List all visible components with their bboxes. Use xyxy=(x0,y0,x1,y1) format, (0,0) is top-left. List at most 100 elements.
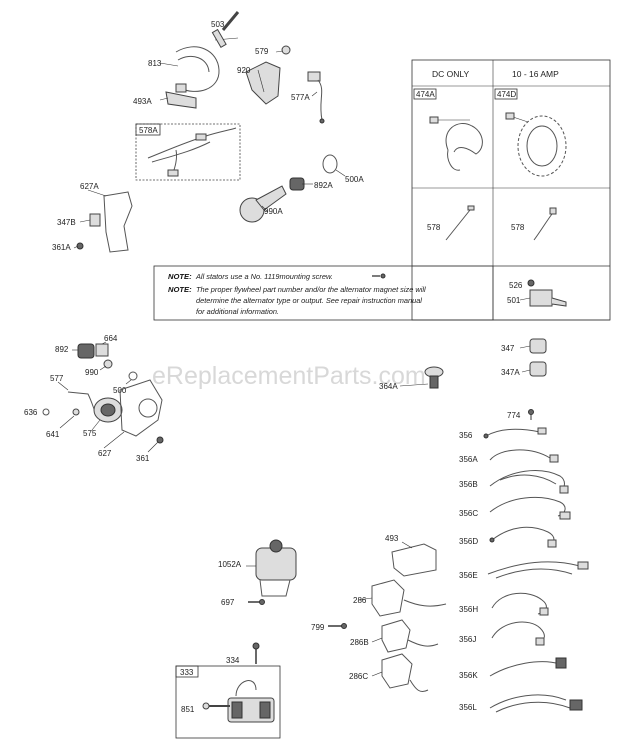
label-356k: 356K xyxy=(459,671,478,680)
part-579-920-switch xyxy=(245,45,291,105)
note-label-1: NOTE: xyxy=(168,272,192,281)
stator-table xyxy=(411,59,611,321)
label-627a: 627A xyxy=(80,182,99,191)
label-990: 990 xyxy=(85,368,99,377)
part-526-screw xyxy=(527,279,535,287)
note-text-2b: determine the alternator type or output.… xyxy=(196,296,422,305)
part-503-rod xyxy=(211,11,240,48)
label-356b: 356B xyxy=(459,480,478,489)
label-347: 347 xyxy=(501,344,515,353)
part-578-wire-dc xyxy=(445,205,475,241)
part-664-connector xyxy=(95,341,109,357)
label-356d: 356D xyxy=(459,537,478,546)
watermark: eReplacementParts.com xyxy=(152,362,426,390)
part-347-clip xyxy=(519,338,547,354)
part-578-wire-amp xyxy=(533,207,557,241)
part-575-key-switch xyxy=(91,397,123,431)
part-361a-screw xyxy=(73,242,84,250)
label-664: 664 xyxy=(104,334,118,343)
label-493a: 493A xyxy=(133,97,152,106)
part-356-wire xyxy=(483,427,547,439)
part-627a-bracket xyxy=(87,189,133,253)
table-header-dc-only: DC ONLY xyxy=(432,69,469,79)
label-892: 892 xyxy=(55,345,69,354)
part-356d-wire xyxy=(489,526,557,548)
label-493: 493 xyxy=(385,534,399,543)
part-990a-grommet xyxy=(239,185,287,223)
label-356h: 356H xyxy=(459,605,478,614)
label-361: 361 xyxy=(136,454,150,463)
part-361-screw xyxy=(147,436,164,453)
part-333-starter-solenoid xyxy=(208,680,275,723)
box-578a xyxy=(135,123,241,181)
label-774: 774 xyxy=(507,411,521,420)
part-774-screw xyxy=(528,409,534,420)
part-892-plug xyxy=(72,343,95,359)
label-578-amp: 578 xyxy=(511,223,525,232)
label-578a: 578A xyxy=(139,126,158,135)
part-577a-cable xyxy=(307,71,325,124)
label-577a: 577A xyxy=(291,93,310,102)
label-526: 526 xyxy=(509,281,523,290)
part-356k-wire xyxy=(489,657,567,677)
label-474a: 474A xyxy=(416,90,435,99)
part-286-cover xyxy=(357,579,447,617)
label-575: 575 xyxy=(83,429,97,438)
part-636-washer xyxy=(42,408,50,416)
part-990-grommet xyxy=(99,359,113,371)
part-799-screw xyxy=(328,623,347,629)
label-356: 356 xyxy=(459,431,473,440)
label-579: 579 xyxy=(255,47,269,56)
label-641: 641 xyxy=(46,430,60,439)
label-799: 799 xyxy=(311,623,325,632)
part-474a-stator xyxy=(429,116,483,171)
part-501-rectifier xyxy=(519,289,567,307)
part-641-nut xyxy=(59,408,80,429)
table-header-amp: 10 - 16 AMP xyxy=(512,69,559,79)
part-500-ring xyxy=(125,371,138,385)
part-356c-wire xyxy=(489,496,571,520)
label-356l: 356L xyxy=(459,703,477,712)
part-892a-plug xyxy=(289,177,313,191)
label-286c: 286C xyxy=(349,672,368,681)
label-356a: 356A xyxy=(459,455,478,464)
part-851-washer xyxy=(202,702,210,710)
label-990a: 990A xyxy=(264,207,283,216)
part-493a-bracket xyxy=(159,91,197,109)
label-334: 334 xyxy=(226,656,240,665)
label-474d: 474D xyxy=(497,90,516,99)
part-493-bracket xyxy=(391,541,437,577)
note-text-2a: The proper flywheel part number and/or t… xyxy=(196,285,426,294)
label-892a: 892A xyxy=(314,181,333,190)
label-347a: 347A xyxy=(501,368,520,377)
part-500a-ring xyxy=(322,154,346,177)
part-356l-wire xyxy=(489,694,583,713)
part-356b-wire xyxy=(489,470,569,494)
part-347a-clip xyxy=(521,361,547,377)
label-333: 333 xyxy=(180,668,194,677)
label-577: 577 xyxy=(50,374,64,383)
note-label-2: NOTE: xyxy=(168,285,192,294)
part-627-bracket xyxy=(103,379,163,449)
label-286b: 286B xyxy=(350,638,369,647)
label-1052a: 1052A xyxy=(218,560,242,569)
label-501: 501 xyxy=(507,296,521,305)
label-356c: 356C xyxy=(459,509,478,518)
label-851: 851 xyxy=(181,705,195,714)
part-286b-cover xyxy=(371,619,439,653)
label-286: 286 xyxy=(353,596,367,605)
label-578-dc: 578 xyxy=(427,223,441,232)
label-356j: 356J xyxy=(459,635,476,644)
part-334-screw xyxy=(252,642,260,664)
label-920: 920 xyxy=(237,66,251,75)
screw-icon xyxy=(372,273,386,279)
part-697-screw xyxy=(248,599,265,605)
part-364a-diode xyxy=(399,366,444,389)
label-627: 627 xyxy=(98,449,112,458)
label-500a: 500A xyxy=(345,175,364,184)
part-356h-wire xyxy=(491,592,549,616)
label-361a: 361A xyxy=(52,243,71,252)
part-1052a-solenoid xyxy=(246,539,297,597)
note-text-2c: for additional information. xyxy=(196,307,279,316)
